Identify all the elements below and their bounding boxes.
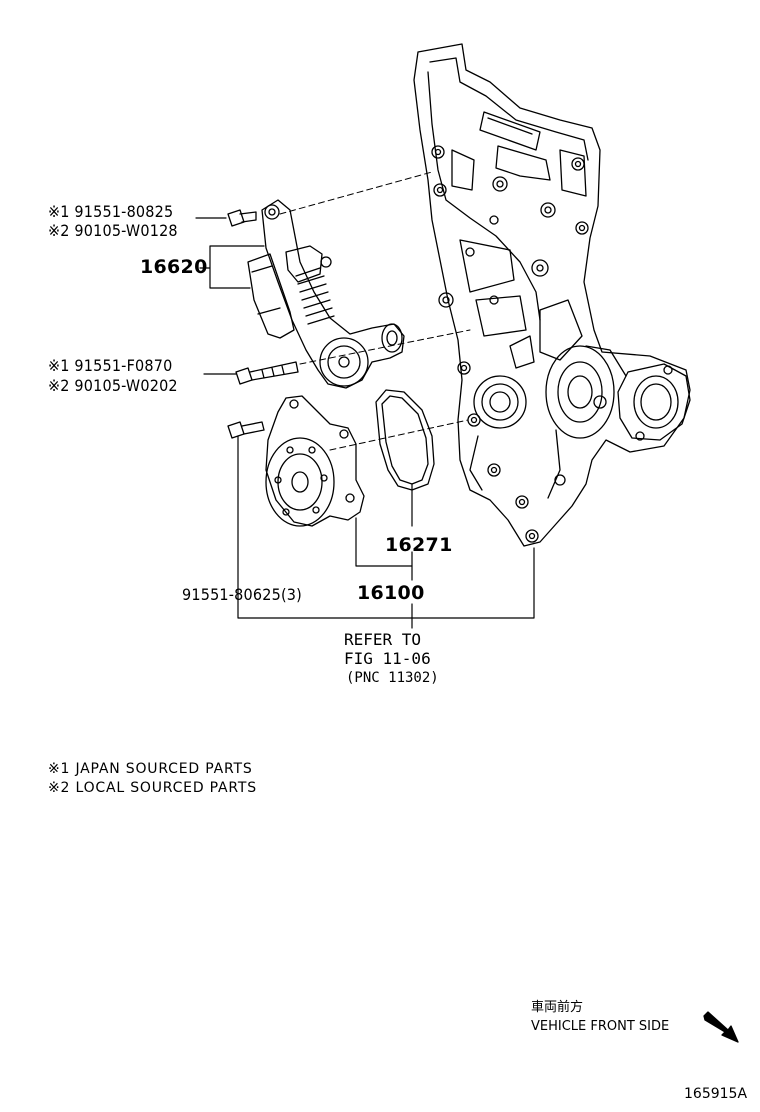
vehicle-front-side-en: VEHICLE FRONT SIDE [531, 1019, 670, 1034]
vehicle-front-arrow [703, 1011, 739, 1043]
part-number-tensioner[interactable]: 16620 [140, 256, 208, 278]
water-pump [265, 395, 365, 527]
reference-line-3[interactable]: (PNC 11302) [346, 670, 439, 686]
part-number-bolt-top-local[interactable]: ※2 90105-W0128 [48, 221, 178, 240]
part-number-bolt-top-jp[interactable]: ※1 91551-80825 [48, 202, 174, 221]
leader-lines [195, 217, 535, 629]
reference-line-2[interactable]: FIG 11-06 [344, 649, 431, 668]
part-number-bolt-mid-local[interactable]: ※2 90105-W0202 [48, 376, 178, 395]
reference-line-1: REFER TO [344, 630, 422, 649]
footnote-local-sourced: ※2 LOCAL SOURCED PARTS [48, 780, 257, 796]
part-number-bolt-pump[interactable]: 91551-80625(3) [182, 585, 302, 604]
illustration-id: 165915A [684, 1086, 748, 1102]
part-number-gasket[interactable]: 16271 [385, 534, 453, 556]
alignment-lines [279, 171, 471, 451]
bolt-top [227, 209, 257, 227]
footnote-japan-sourced: ※1 JAPAN SOURCED PARTS [48, 761, 253, 777]
tensioner-assembly [247, 199, 405, 389]
part-number-bolt-mid-jp[interactable]: ※1 91551-F0870 [48, 356, 173, 375]
bolt-middle [235, 361, 299, 385]
water-pump-gasket [375, 389, 435, 491]
vehicle-front-side-jp: 車両前方 [531, 1000, 584, 1015]
bolt-pump [227, 421, 265, 439]
part-number-water-pump[interactable]: 16100 [357, 582, 425, 604]
timing-chain-cover [413, 43, 691, 547]
